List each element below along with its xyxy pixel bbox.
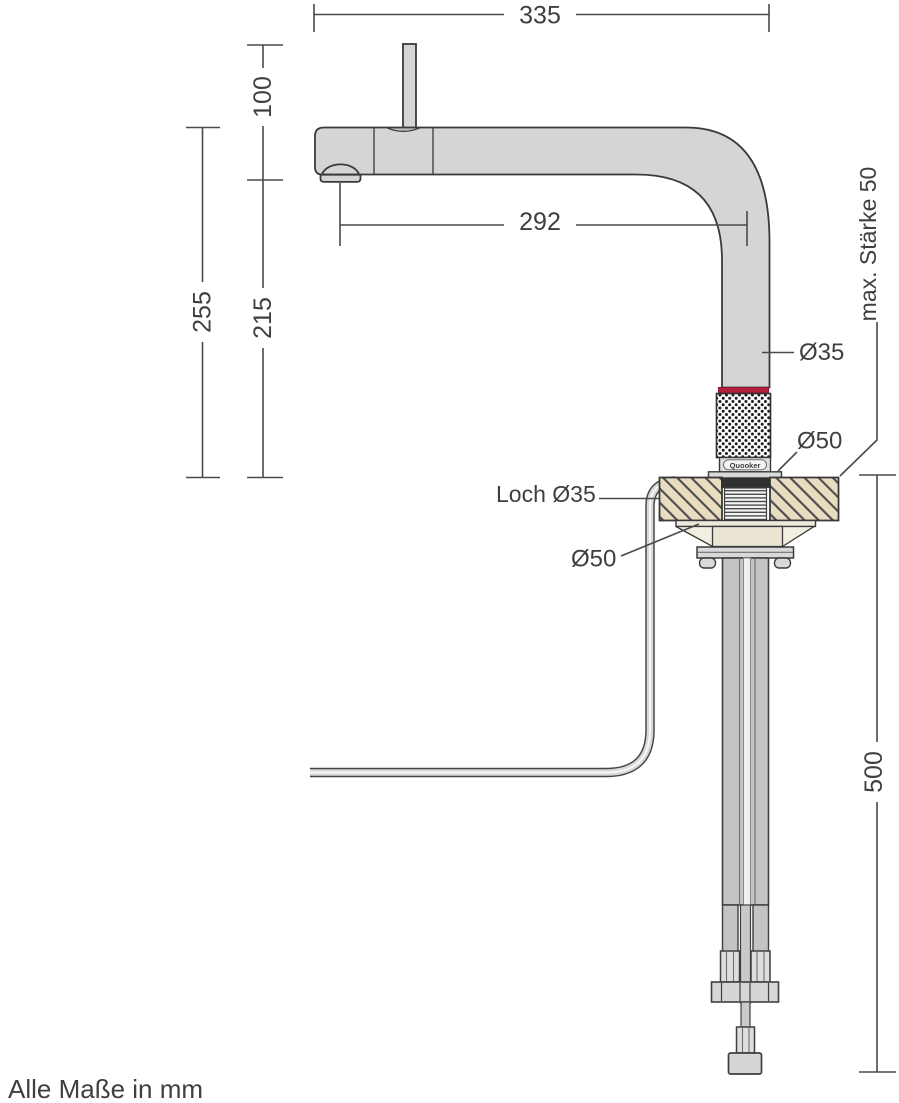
dimension-handle-height-label: 100 bbox=[249, 76, 277, 118]
knurled-collar bbox=[715, 392, 772, 459]
right-hose-connector bbox=[750, 950, 771, 983]
dimension-spout-height: 215 bbox=[247, 180, 283, 479]
dimension-total-width-label: 335 bbox=[519, 2, 561, 30]
red-indicator-ring bbox=[718, 387, 769, 394]
dimension-hose-length-label: 500 bbox=[860, 751, 888, 793]
center-hose-connector bbox=[735, 1026, 756, 1054]
dimension-hose-length: 500 bbox=[859, 474, 896, 1073]
label-hole-text: Loch Ø35 bbox=[496, 481, 596, 507]
dimension-total-width: 335 bbox=[313, 2, 770, 32]
left-hose-tail bbox=[721, 904, 739, 953]
dimension-spout-reach: 292 bbox=[339, 183, 748, 246]
spout-outlet-cap bbox=[319, 173, 362, 183]
center-hose-lower bbox=[740, 1001, 751, 1029]
label-undermount-diameter-text: Ø50 bbox=[571, 546, 616, 573]
label-max-counter-thickness-text: max. Stärke 50 bbox=[855, 167, 881, 322]
mounting-nut bbox=[711, 525, 784, 548]
brand-label: Quooker bbox=[730, 461, 761, 470]
handle-base bbox=[386, 127, 421, 132]
countertop-left bbox=[658, 476, 723, 522]
clamp-bolt-right bbox=[773, 557, 792, 569]
label-hole: Loch Ø35 bbox=[496, 481, 659, 507]
supply-hoses bbox=[710, 557, 780, 1075]
units-note: Alle Maße in mm bbox=[8, 1074, 203, 1103]
left-hose-connector bbox=[719, 950, 741, 983]
dimension-total-height: 255 bbox=[186, 126, 220, 479]
hose-bundle-center-stripe bbox=[743, 557, 751, 906]
dimension-spout-height-label: 215 bbox=[249, 297, 277, 339]
dimension-spout-reach-label: 292 bbox=[519, 208, 561, 236]
label-collar-diameter-text: Ø50 bbox=[797, 428, 842, 455]
label-undermount-diameter: Ø50 bbox=[571, 523, 700, 573]
clamp-bolt-left bbox=[698, 557, 717, 569]
label-tube-diameter-text: Ø35 bbox=[799, 339, 844, 366]
dimension-handle-height: 100 bbox=[247, 44, 283, 181]
label-collar-diameter: Ø50 bbox=[777, 428, 842, 472]
mounting-assembly bbox=[658, 476, 840, 569]
brand-badge bbox=[723, 459, 767, 471]
faucet-body bbox=[314, 126, 771, 389]
label-tube-diameter: Ø35 bbox=[762, 339, 844, 366]
dimensions: 335 100 255 215 bbox=[186, 2, 896, 1073]
threaded-shank bbox=[723, 487, 768, 522]
right-hose-tail bbox=[752, 904, 770, 953]
handle-lever bbox=[402, 43, 417, 130]
dimension-total-height-label: 255 bbox=[189, 291, 217, 333]
center-hose-end-fitting bbox=[727, 1052, 763, 1075]
countertop-right bbox=[769, 476, 840, 522]
label-max-counter-thickness: max. Stärke 50 bbox=[839, 167, 881, 477]
shank-seal bbox=[721, 477, 770, 488]
faucet: Quooker bbox=[314, 43, 783, 479]
